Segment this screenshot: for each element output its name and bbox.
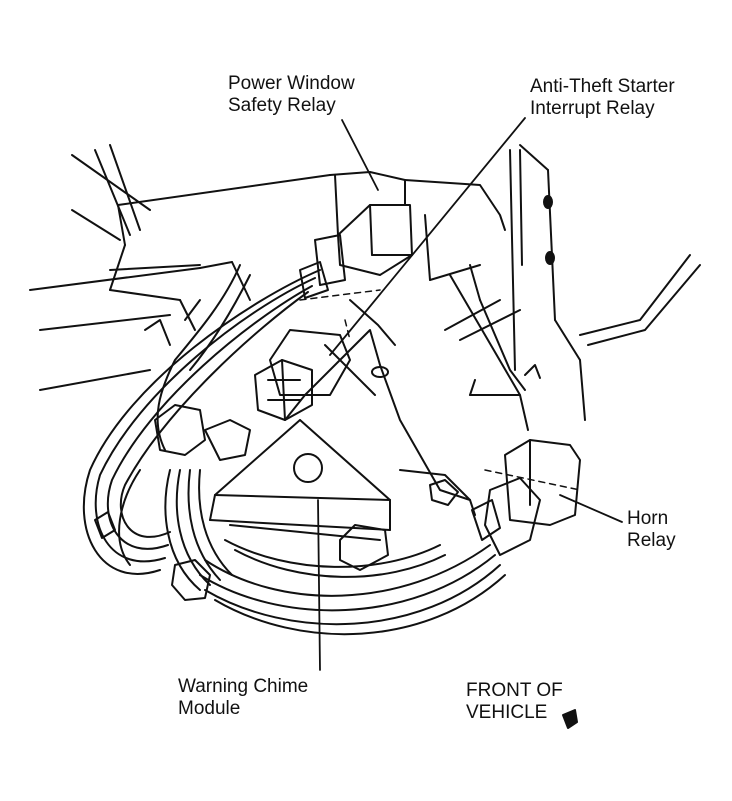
power-window-safety-relay-label: Power Window Safety Relay bbox=[228, 73, 355, 117]
label-line: Module bbox=[178, 698, 241, 719]
mounting-bracket bbox=[209, 299, 476, 541]
dash-panel bbox=[29, 144, 701, 431]
leader-lines bbox=[317, 117, 623, 671]
dashed-guides bbox=[299, 289, 581, 491]
leader-power-window bbox=[341, 119, 379, 191]
warning-chime-module-label: Warning Chime Module bbox=[178, 676, 308, 720]
horn-relay-label: Horn Relay bbox=[627, 508, 676, 552]
leader-horn bbox=[559, 494, 623, 523]
front-of-vehicle-label: FRONT OF VEHICLE bbox=[466, 680, 563, 724]
anti-theft-relay-label: Anti-Theft Starter Interrupt Relay bbox=[530, 76, 675, 120]
warning-chime-module bbox=[171, 479, 459, 601]
label-line: Safety Relay bbox=[228, 95, 336, 116]
label-line: Relay bbox=[627, 530, 676, 551]
wiring-harness bbox=[82, 264, 506, 636]
leader-anti-theft bbox=[329, 117, 526, 356]
anti-theft-starter-interrupt-relay bbox=[254, 329, 351, 421]
label-line: Warning Chime bbox=[178, 676, 309, 697]
label-line: FRONT OF bbox=[466, 680, 563, 701]
leader-chime bbox=[317, 499, 321, 671]
power-window-safety-relay bbox=[299, 171, 413, 299]
label-line: Anti-Theft Starter bbox=[530, 76, 675, 97]
label-line: VEHICLE bbox=[466, 702, 548, 723]
filled-arrow-icon bbox=[562, 709, 578, 729]
label-line: Power Window bbox=[228, 73, 355, 94]
label-line: Interrupt Relay bbox=[530, 98, 655, 119]
label-line: Horn bbox=[627, 508, 669, 529]
